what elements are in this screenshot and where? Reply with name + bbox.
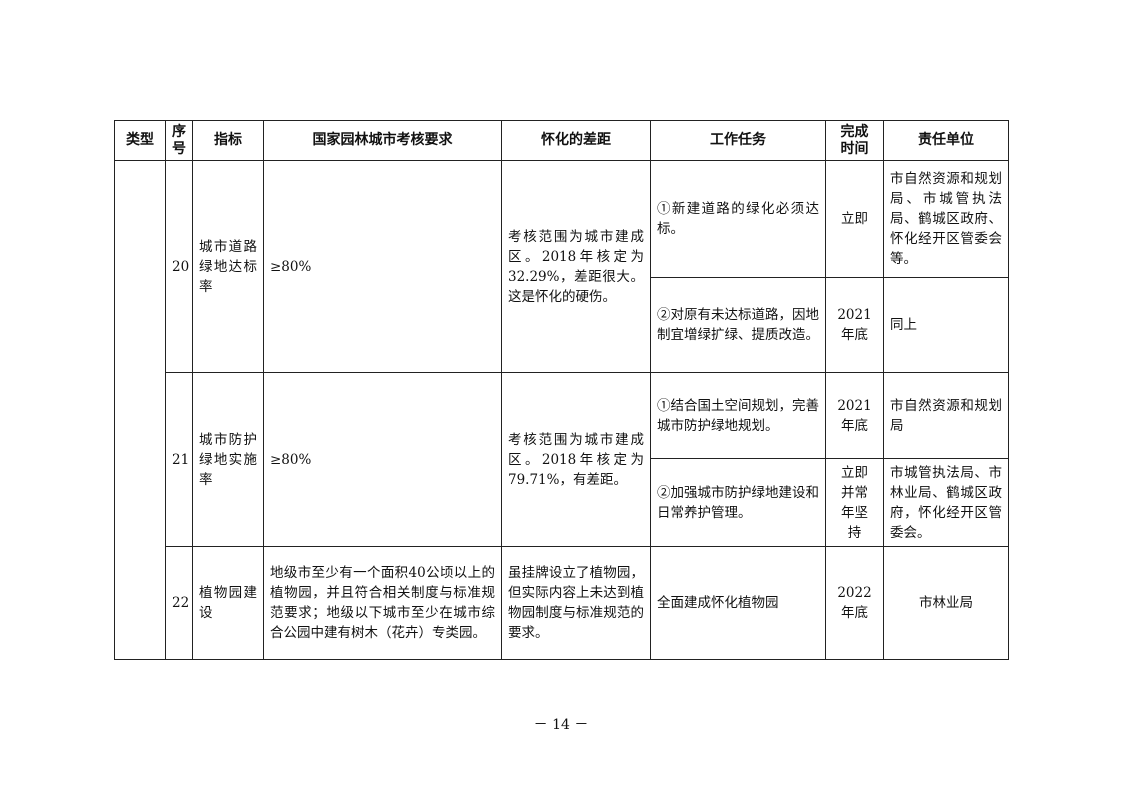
unit-cell: 市自然资源和规划局、市城管执法局、鹤城区政府、怀化经开区管委会等。 xyxy=(883,160,1009,278)
table-row: 20 城市道路绿地达标率 ≥80% 考核范围为城市建成区。2018年核定为32.… xyxy=(114,160,1009,660)
time-cell: 2022年底 xyxy=(825,546,884,660)
header-time: 完成时间 xyxy=(825,120,884,161)
unit-cell: 市城管执法局、市林业局、鹤城区政府，怀化经开区管委会。 xyxy=(883,458,1009,547)
unit-cell: 市林业局 xyxy=(883,546,1009,660)
header-requirement: 国家园林城市考核要求 xyxy=(263,120,502,161)
task-cell: ①新建道路的绿化必须达标。 xyxy=(650,160,826,278)
seq-cell: 20 xyxy=(165,160,193,373)
header-task: 工作任务 xyxy=(650,120,826,161)
page-number: － 14 － xyxy=(533,717,589,733)
time-cell: 立即并常年坚持 xyxy=(825,458,884,547)
indicator-table: 类型 序号 指标 国家园林城市考核要求 怀化的差距 工作任务 完成时间 责任单位… xyxy=(114,120,1009,660)
indicator-cell: 植物园建设 xyxy=(192,546,264,660)
gap-cell: 考核范围为城市建成区。2018年核定为32.29%，差距很大。这是怀化的硬伤。 xyxy=(501,160,651,373)
time-cell: 立即 xyxy=(825,160,884,278)
time-cell: 2021年底 xyxy=(825,372,884,459)
seq-cell: 22 xyxy=(165,546,193,660)
requirement-cell: 地级市至少有一个面积40公顷以上的植物园，并且符合相关制度与标准规范要求；地级以… xyxy=(263,546,502,660)
header-indicator: 指标 xyxy=(192,120,264,161)
indicator-cell: 城市道路绿地达标率 xyxy=(192,160,264,373)
indicator-cell: 城市防护绿地实施率 xyxy=(192,372,264,547)
header-type: 类型 xyxy=(114,120,166,161)
header-unit: 责任单位 xyxy=(883,120,1009,161)
task-cell: ②对原有未达标道路，因地制宜增绿扩绿、提质改造。 xyxy=(650,277,826,373)
table-row: 22 植物园建设 地级市至少有一个面积40公顷以上的植物园，并且符合相关制度与标… xyxy=(115,546,1009,660)
table-row: 21 城市防护绿地实施率 ≥80% 考核范围为城市建成区。2018年核定为79.… xyxy=(115,372,1009,547)
header-seq: 序号 xyxy=(165,120,193,161)
seq-cell: 21 xyxy=(165,372,193,547)
type-cell xyxy=(114,160,166,660)
header-gap: 怀化的差距 xyxy=(501,120,651,161)
table-row: ②加强城市防护绿地建设和日常养护管理。 立即并常年坚持 市城管执法局、市林业局、… xyxy=(115,458,1009,547)
gap-cell: 考核范围为城市建成区。2018年核定为79.71%，有差距。 xyxy=(501,372,651,547)
unit-cell: 同上 xyxy=(883,277,1009,373)
task-cell: ②加强城市防护绿地建设和日常养护管理。 xyxy=(650,458,826,547)
task-cell: 全面建成怀化植物园 xyxy=(650,546,826,660)
requirement-cell: ≥80% xyxy=(263,160,502,373)
task-cell: ①结合国土空间规划，完善城市防护绿地规划。 xyxy=(650,372,826,459)
gap-cell: 虽挂牌设立了植物园，但实际内容上未达到植物园制度与标准规范的要求。 xyxy=(501,546,651,660)
time-cell: 2021年底 xyxy=(825,277,884,373)
requirement-cell: ≥80% xyxy=(263,372,502,547)
unit-cell: 市自然资源和规划局 xyxy=(883,372,1009,459)
header-row: 类型 序号 指标 国家园林城市考核要求 怀化的差距 工作任务 完成时间 责任单位 xyxy=(114,120,1009,161)
table-row: ②对原有未达标道路，因地制宜增绿扩绿、提质改造。 2021年底 同上 xyxy=(115,277,1009,373)
